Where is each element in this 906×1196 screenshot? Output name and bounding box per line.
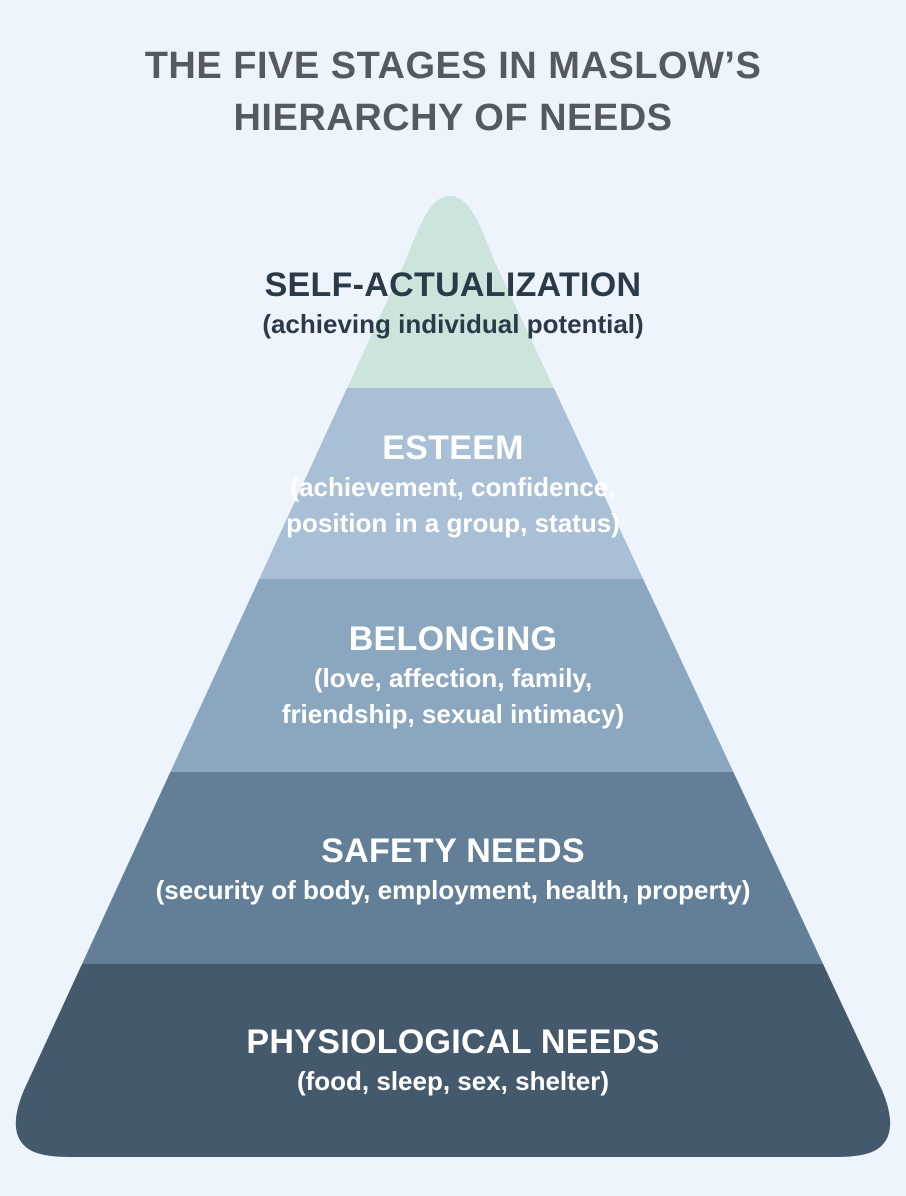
band-physiological-needs [15, 964, 891, 1157]
level-description: position in a group, status) [286, 508, 620, 538]
level-description: (achievement, confidence, [290, 472, 616, 502]
title-line-1: THE FIVE STAGES IN MASLOW’S [144, 45, 762, 87]
level-name: SAFETY NEEDS [321, 832, 585, 870]
diagram-title: THE FIVE STAGES IN MASLOW’S HIERARCHY OF… [0, 40, 906, 144]
level-description: (security of body, employment, health, p… [155, 875, 751, 905]
level-esteem: ESTEEM (achievement, confidence, positio… [0, 427, 906, 541]
level-name: PHYSIOLOGICAL NEEDS [246, 1023, 660, 1061]
level-safety-needs: SAFETY NEEDS (security of body, employme… [0, 830, 906, 908]
level-name: BELONGING [348, 620, 558, 658]
level-name: SELF-ACTUALIZATION [264, 266, 642, 304]
title-line-2: HIERARCHY OF NEEDS [233, 97, 673, 139]
level-name: ESTEEM [382, 429, 524, 467]
band-safety-needs [15, 772, 891, 964]
level-physiological-needs: PHYSIOLOGICAL NEEDS (food, sleep, sex, s… [0, 1021, 906, 1099]
level-description: (achieving individual potential) [262, 309, 644, 339]
level-description: (food, sleep, sex, shelter) [296, 1066, 610, 1096]
level-self-actualization: SELF-ACTUALIZATION (achieving individual… [0, 264, 906, 342]
level-description: (love, affection, family, [313, 663, 593, 693]
level-description: friendship, sexual intimacy) [281, 699, 625, 729]
level-belonging: BELONGING (love, affection, family, frie… [0, 618, 906, 732]
